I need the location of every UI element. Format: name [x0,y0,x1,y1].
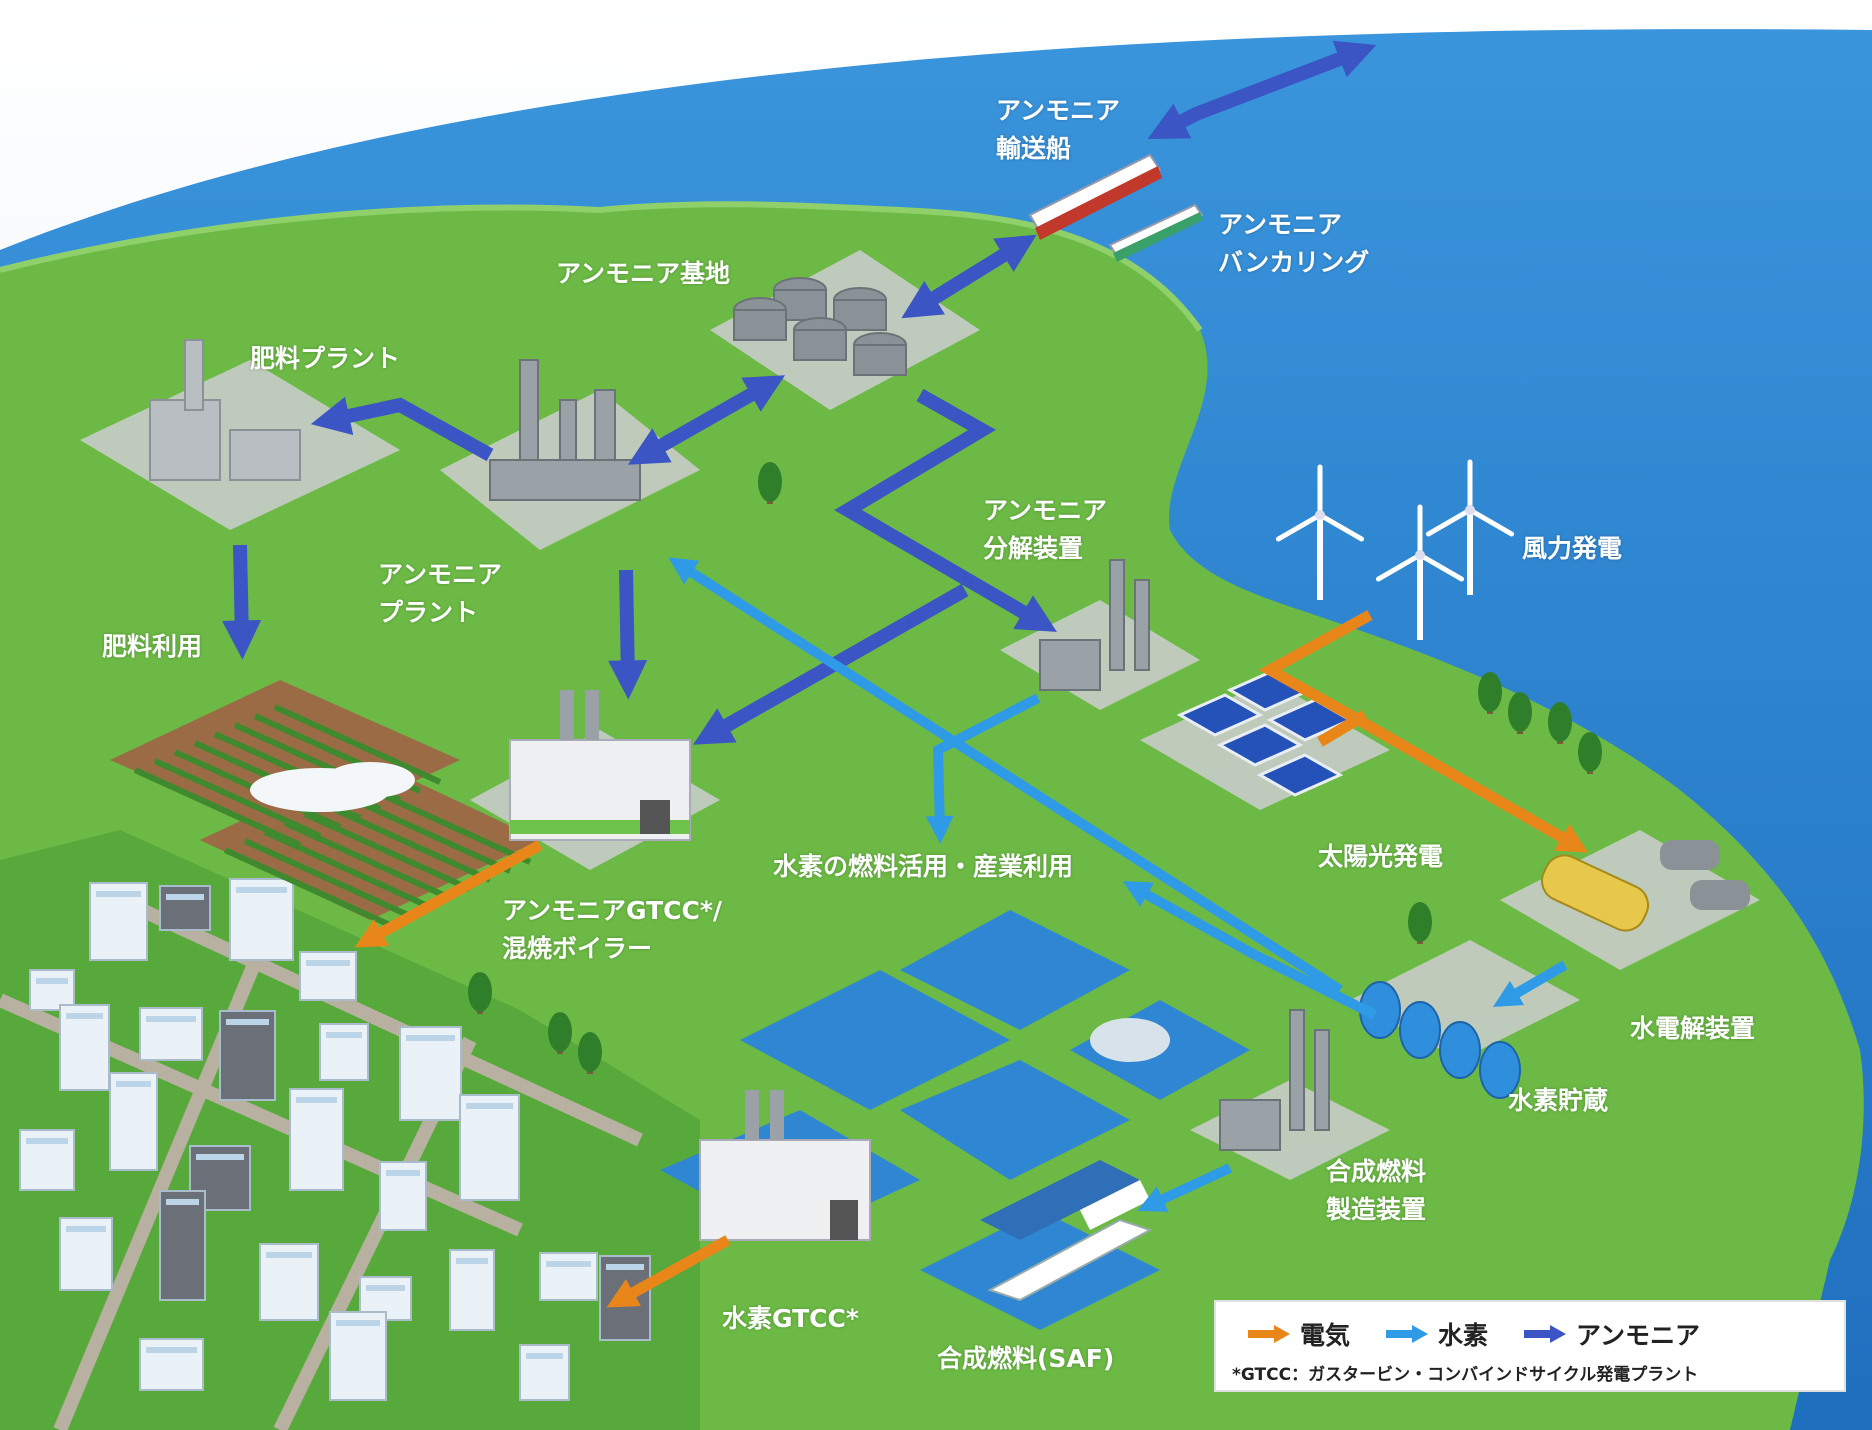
electricity-arrow-ammonia-gtcc-city [354,840,543,948]
electricity-arrow-wind-electrolyzer [1258,610,1589,853]
legend-note: *GTCC：ガスタービン・コンバインドサイクル発電プラント [1232,1365,1699,1385]
legend-item-hydrogen: 水素 [1384,1316,1488,1352]
ammonia-arrow-plant-base [627,375,786,465]
label-ammonia-gtcc-line2: 混焼ボイラー [502,934,653,963]
label-ammonia-cracker: アンモニア 分解装置 [983,492,1107,568]
hydrogen-arrow-storage-use [1122,881,1378,1020]
legend-label-ammonia: アンモニア [1576,1321,1701,1350]
label-synfuel-device-line1: 合成燃料 [1326,1157,1427,1186]
electricity-flows [354,610,1589,1308]
label-ammonia-ship: アンモニア 輸送船 [996,92,1120,168]
label-electrolyzer: 水電解装置 [1630,1010,1755,1048]
ammonia-arrow-plant-gtcc [608,569,648,700]
ammonia-gtcc-building [509,690,691,841]
label-synfuel-device-line2: 製造装置 [1326,1195,1427,1224]
wind-turbines [1275,459,1515,640]
label-ammonia-base: アンモニア基地 [556,255,730,293]
city-buildings [19,878,651,1401]
label-wind-power: 風力発電 [1522,530,1622,568]
ammonia-plant-building [489,359,641,501]
legend-label-electricity: 電気 [1300,1321,1351,1350]
ammonia-arrow-base-cracker [834,388,1057,632]
electrolyzer-building [1541,840,1750,932]
vehicles [980,1018,1170,1302]
label-hydrogen-gtcc-text: 水素GTCC* [722,1304,859,1333]
legend-label-hydrogen: 水素 [1438,1321,1489,1350]
label-ammonia-gtcc-line1: アンモニアGTCC*/ [502,896,723,925]
label-ammonia-gtcc: アンモニアGTCC*/ 混焼ボイラー [502,892,722,968]
label-hydrogen-gtcc: 水素GTCC* [722,1300,859,1338]
ammonia-arrow-fertilizer-use [221,544,262,660]
label-wind-power-text: 風力発電 [1522,534,1623,563]
label-hydrogen-use: 水素の燃料活用・産業利用 [773,848,1073,886]
legend-row: 電気 水素 アンモニア [1246,1316,1734,1352]
label-solar-power-text: 太陽光発電 [1318,842,1444,871]
label-synfuel-device: 合成燃料 製造装置 [1326,1153,1426,1229]
hydrogen-arrow-cracker-use [925,693,1041,844]
label-ammonia-cracker-line1: アンモニア [983,496,1108,525]
legend-arrow-electricity-icon [1248,1325,1290,1343]
ammonia-arrow-plant-fertilizer [310,396,494,462]
label-ammonia-plant: アンモニア プラント [378,556,502,632]
label-hydrogen-use-text: 水素の燃料活用・産業利用 [773,852,1074,881]
trees [468,462,1602,1074]
hydrogen-arrow-storage-ammonia-plant [668,557,1343,995]
label-fertilizer-use: 肥料利用 [102,628,202,666]
label-electrolyzer-text: 水電解装置 [1630,1014,1756,1043]
label-ammonia-cracker-line2: 分解装置 [983,534,1084,563]
synthetic-fuel-building [1219,1009,1330,1151]
ammonia-cracker-building [1039,559,1150,691]
ammonia-base-tanks [733,277,907,376]
legend-item-ammonia: アンモニア [1522,1316,1700,1352]
hydrogen-gtcc-building [699,1090,871,1241]
farm-fields [110,680,540,928]
label-hydrogen-storage-text: 水素貯蔵 [1508,1086,1609,1115]
ammonia-ship [1028,153,1162,240]
label-ammonia-plant-line2: プラント [378,598,479,627]
hydrogen-flows [668,557,1568,1212]
electricity-arrow-hydrogen-gtcc-city [606,1235,731,1308]
label-fertilizer-plant-text: 肥料プラント [250,344,401,373]
hydrogen-arrow-synfuel-saf [1137,1163,1233,1212]
label-ammonia-ship-line2: 輸送船 [996,134,1072,163]
fertilizer-plant-building [149,339,301,481]
label-ammonia-plant-line1: アンモニア [378,560,503,589]
legend-arrow-hydrogen-icon [1386,1325,1429,1343]
label-fertilizer-use-text: 肥料利用 [102,632,203,661]
label-ammonia-bunkering-line1: アンモニア [1218,210,1343,239]
label-saf: 合成燃料(SAF) [937,1340,1114,1378]
label-ammonia-bunkering: アンモニア バンカリング [1218,206,1369,282]
label-saf-text: 合成燃料(SAF) [937,1344,1115,1373]
label-ammonia-base-text: アンモニア基地 [556,259,731,288]
label-hydrogen-storage: 水素貯蔵 [1508,1082,1608,1120]
legend-item-electricity: 電気 [1246,1316,1350,1352]
bunkering-ship [1108,203,1204,262]
label-ammonia-bunkering-line2: バンカリング [1218,248,1370,277]
label-solar-power: 太陽光発電 [1318,838,1443,876]
ammonia-arrow-ship-sea [1147,40,1377,139]
ammonia-flows [221,40,1377,745]
legend-arrow-ammonia-icon [1524,1325,1567,1343]
legend: 電気 水素 アンモニア *GTCC：ガスタービン・コンバインドサイクル発電プラン… [1214,1300,1846,1392]
electricity-line-solar [1317,710,1368,747]
label-ammonia-ship-line1: アンモニア [996,96,1121,125]
label-fertilizer-plant: 肥料プラント [250,340,400,378]
ammonia-arrow-base-ship [901,234,1037,319]
hydrogen-arrow-electrolyzer-storage [1492,960,1568,1008]
